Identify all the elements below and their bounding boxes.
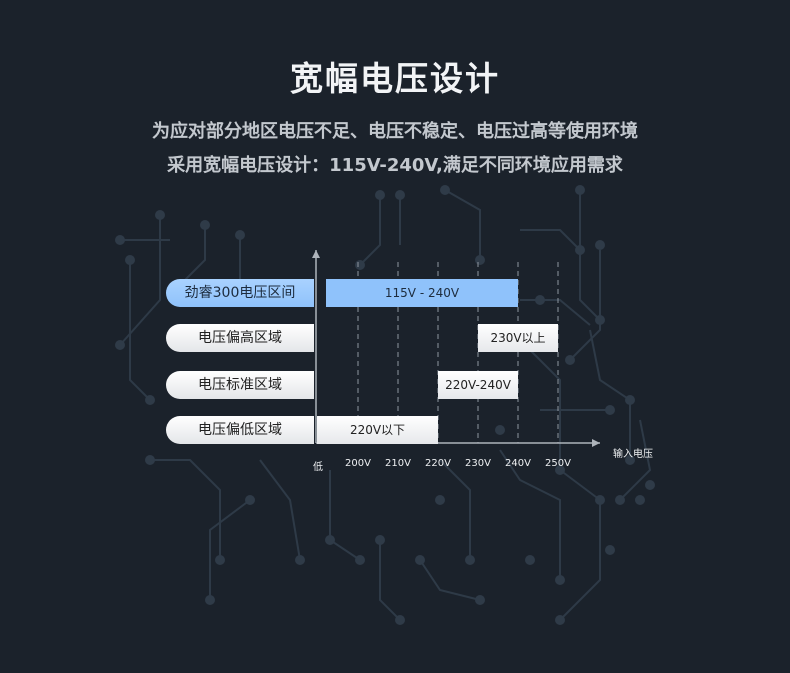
row-label: 电压标准区域	[166, 371, 314, 399]
x-axis-label: 输入电压	[613, 449, 653, 460]
x-tick-label: 240V	[505, 458, 531, 469]
row-label: 电压偏高区域	[166, 324, 314, 352]
x-axis-arrow	[592, 439, 600, 447]
range-bar: 220V以下	[317, 416, 438, 444]
x-tick-label: 230V	[465, 458, 491, 469]
page-title: 宽幅电压设计	[290, 59, 500, 98]
subtitle-line-2: 采用宽幅电压设计：115V-240V,满足不同环境应用需求	[167, 155, 623, 176]
range-bar: 230V以上	[478, 324, 558, 352]
subtitle-line-1: 为应对部分地区电压不足、电压不稳定、电压过高等使用环境	[152, 121, 638, 142]
x-tick-label: 200V	[345, 458, 371, 469]
range-bar: 220V-240V	[438, 371, 518, 399]
range-bar: 115V - 240V	[326, 279, 518, 307]
row-label: 劲睿300电压区间	[166, 279, 314, 307]
x-tick-label: 210V	[385, 458, 411, 469]
row-label: 电压偏低区域	[166, 416, 314, 444]
x-tick-label: 250V	[545, 458, 571, 469]
y-axis-arrow	[312, 250, 320, 258]
x-tick-label: 220V	[425, 458, 451, 469]
x-tick-label: 低	[313, 462, 323, 473]
